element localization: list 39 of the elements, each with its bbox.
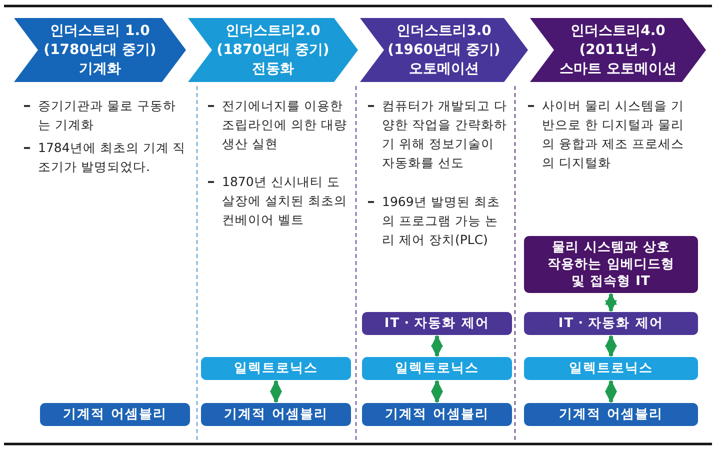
layer-box: 일렉트로닉스 [524,357,698,380]
bullet-text: 1969년 발명된 최초의 프로그램 가능 논리 제어 장치(PLC) [382,193,501,249]
banner-text: 스마트 오토메이션 [560,60,676,78]
bullet-text: 전기에너지를 이용한 조립라인에 의한 대량생산 실현 [222,97,348,153]
layer-box: 기계적 어셈블리 [524,403,698,426]
layer-box: 일렉트로닉스 [362,357,512,380]
double-arrow [270,380,282,404]
banner-text: 오토메이션 [409,60,479,78]
stage-banner [188,18,358,82]
double-arrow [431,334,443,358]
bullet-text: 1784년에 최초의 기계 직조기가 발명되었다. [38,139,187,176]
double-arrow [605,334,617,358]
stage-banner [530,18,706,82]
double-arrow [605,380,617,404]
layer-box: IT・자동화 제어 [362,312,512,335]
banner-text: (1780년대 중기) [44,40,156,60]
layer-box: 물리 시스템과 상호 작용하는 임베디드형 및 접속형 IT [524,236,698,293]
banner-text: 인더스트리2.0 [226,22,320,40]
banner-text: (2011년~) [579,40,657,60]
bullet-text: 증기기관과 물로 구동하는 기계화 [38,97,177,134]
layer-box: 기계적 어셈블리 [201,403,351,426]
stage-banner [14,18,186,82]
bullet-text: 컴퓨터가 개발되고 다양한 작업을 간략화하기 위해 정보기술이 자동화를 선도 [382,97,508,172]
banner-text: 인더스트리 1.0 [50,22,150,40]
double-arrow [605,292,617,312]
banner-text: 인더스트리3.0 [396,22,492,40]
banner-text: (1960년대 중기) [388,40,500,60]
layer-box: 기계적 어셈블리 [40,403,190,426]
banner-text: (1870년대 중기) [216,40,330,60]
stage-banner [360,18,528,82]
layer-box: 일렉트로닉스 [201,357,351,380]
layer-box: IT・자동화 제어 [524,312,698,335]
banner-text: 기계화 [79,60,121,78]
bullet-text: 사이버 물리 시스템을 기반으로 한 디지털과 물리의 융합과 제조 프로세스의 디지털화 [542,97,685,172]
double-arrow [431,380,443,404]
bullet-text: 1870년 신시내티 도살장에 설치된 최초의 컨베이어 벨트 [222,173,348,229]
layer-box: 기계적 어셈블리 [362,403,512,426]
banner-text: 전동화 [252,60,294,78]
banner-text: 인더스트리4.0 [570,22,666,40]
